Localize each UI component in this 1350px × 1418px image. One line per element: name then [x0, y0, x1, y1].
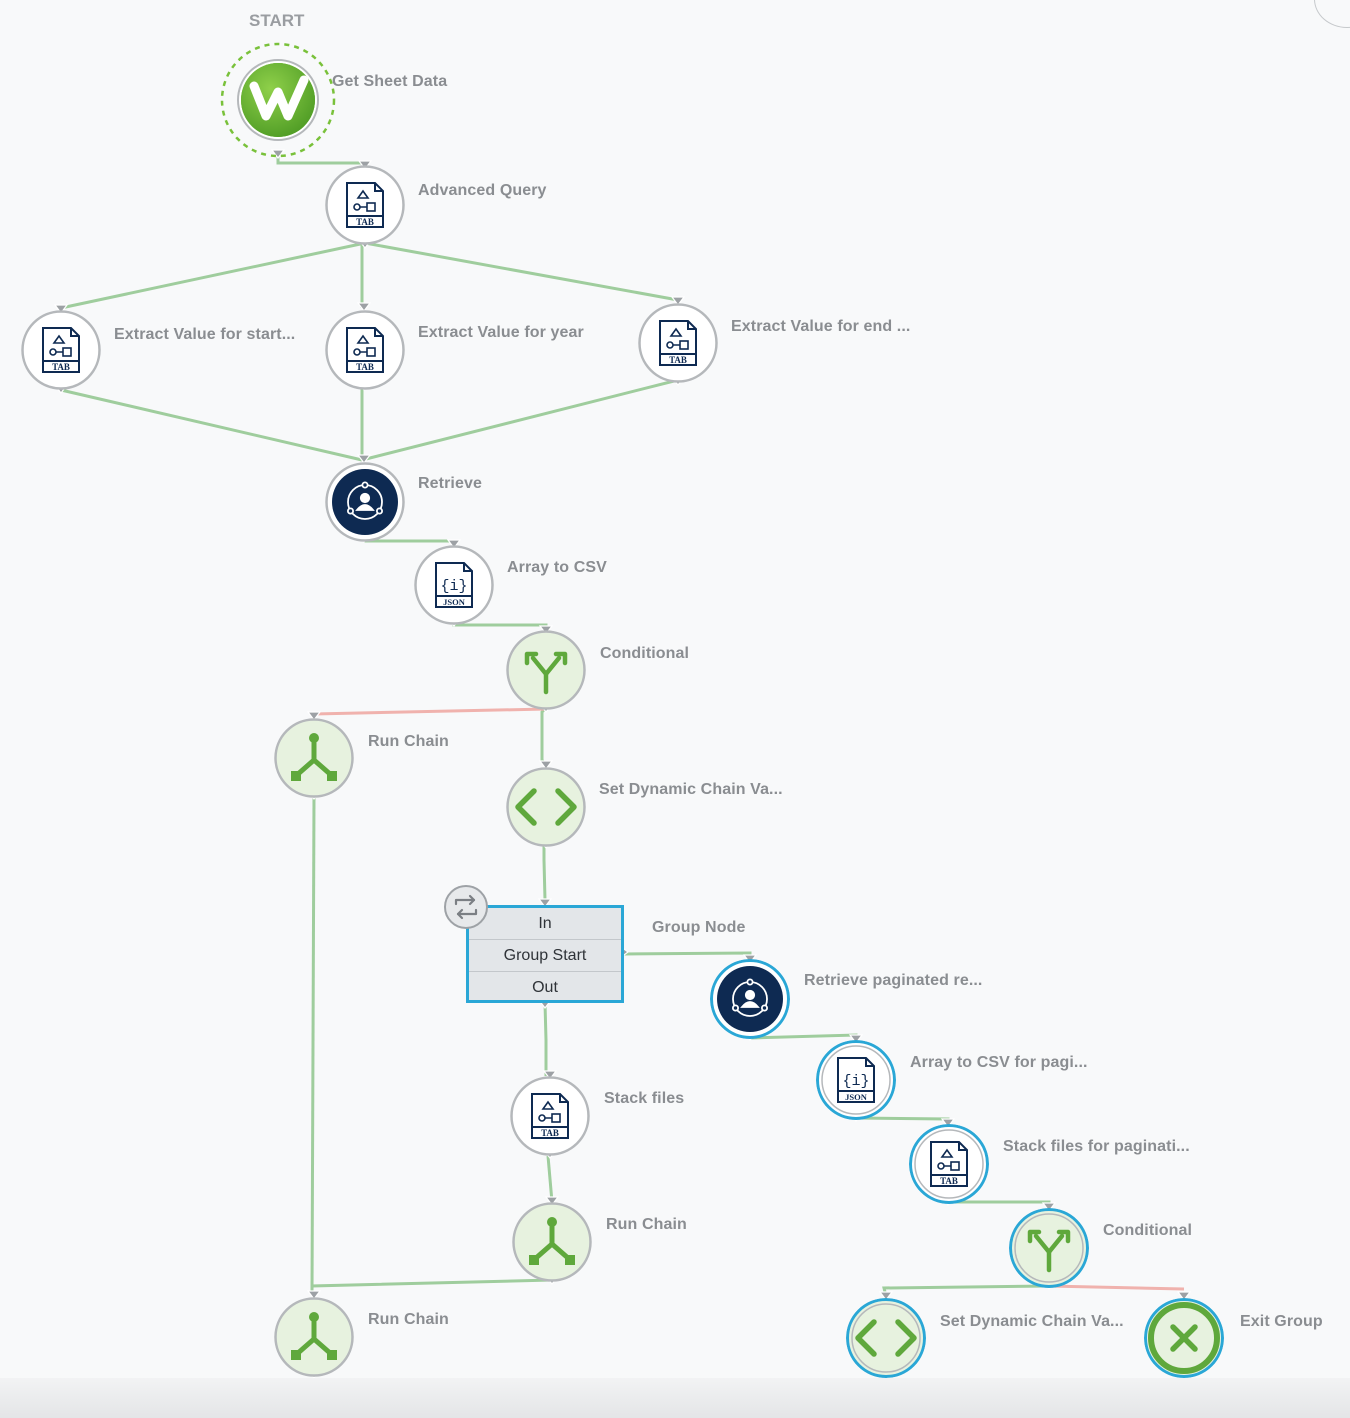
- group-node-box[interactable]: In Group Start Out: [466, 905, 624, 1003]
- edge-retrievepag-arraycsvpag: [749, 1033, 858, 1040]
- label-set-dynamic-1: Set Dynamic Chain Va...: [599, 781, 783, 798]
- node-conditional[interactable]: [506, 630, 586, 710]
- node-set-dynamic-2[interactable]: [846, 1298, 926, 1378]
- edge-extractend-retrieve: [361, 378, 679, 462]
- label-exit-group: Exit Group: [1240, 1313, 1323, 1330]
- edge-conditional2-exitgroup-false: [1048, 1284, 1185, 1291]
- label-conditional: Conditional: [600, 645, 690, 662]
- node-run-chain-1[interactable]: [274, 718, 354, 798]
- label-extract-end: Extract Value for end ...: [731, 318, 911, 335]
- node-array-to-csv[interactable]: {i} JSON: [414, 545, 494, 625]
- edge-advanced-extractstart: [60, 241, 366, 310]
- group-row-start[interactable]: Group Start: [469, 940, 621, 972]
- close-x-icon: [1170, 1324, 1198, 1352]
- label-stack-files-paginated: Stack files for paginati...: [1003, 1138, 1190, 1155]
- tab-file-icon: [346, 182, 384, 228]
- node-run-chain-2[interactable]: [512, 1202, 592, 1282]
- edge-setdynamic-group: [542, 845, 547, 905]
- edge-group-retrievepag: [623, 951, 752, 960]
- json-file-icon: {i}: [837, 1057, 875, 1103]
- label-group-node: Group Node: [652, 919, 746, 936]
- badge-extract-end: TAB: [669, 355, 687, 365]
- edge-stackpag-conditional2: [948, 1200, 1051, 1208]
- node-run-chain-3[interactable]: [274, 1297, 354, 1377]
- badge-array-to-csv: JSON: [443, 597, 466, 607]
- fork-nodes-icon: [291, 733, 337, 781]
- svg-text:{i}: {i}: [842, 1073, 869, 1090]
- person-orbit-icon: [731, 978, 769, 1017]
- tab-file-icon: [930, 1141, 968, 1187]
- node-retrieve[interactable]: [325, 462, 405, 542]
- label-run-chain-1: Run Chain: [368, 733, 449, 750]
- label-advanced-query: Advanced Query: [418, 182, 547, 199]
- svg-text:{i}: {i}: [440, 578, 467, 595]
- label-array-to-csv-paginated: Array to CSV for pagi...: [910, 1054, 1088, 1071]
- badge-stack-files-paginated: TAB: [940, 1176, 958, 1186]
- edge-advanced-extractend: [364, 241, 679, 302]
- code-brackets-icon: [855, 1319, 917, 1357]
- edge-conditional2-setdynamic2: [882, 1284, 1050, 1297]
- edge-runchain1-runchain3: [310, 796, 316, 1294]
- node-extract-start[interactable]: TAB: [21, 310, 101, 390]
- node-extract-year[interactable]: TAB: [325, 310, 405, 390]
- tab-file-icon: [42, 327, 80, 373]
- node-extract-end[interactable]: TAB: [638, 303, 718, 383]
- group-row-in[interactable]: In: [469, 908, 621, 940]
- person-orbit-icon: [346, 481, 384, 520]
- badge-array-to-csv-paginated: JSON: [845, 1092, 868, 1102]
- badge-extract-start: TAB: [52, 362, 70, 372]
- node-stack-files-paginated[interactable]: TAB: [909, 1124, 989, 1204]
- label-extract-year: Extract Value for year: [418, 324, 584, 341]
- workiva-w-icon: [249, 75, 309, 121]
- canvas-bottom-bar: [0, 1378, 1350, 1418]
- json-file-icon: {i}: [435, 562, 473, 608]
- edge-group-stackfiles: [543, 1002, 548, 1076]
- node-stack-files[interactable]: TAB: [510, 1076, 590, 1156]
- tab-file-icon: [346, 327, 384, 373]
- edge-extractstart-retrieve: [60, 388, 363, 462]
- node-exit-group[interactable]: [1144, 1298, 1224, 1378]
- loop-toggle-button[interactable]: [444, 885, 488, 929]
- label-array-to-csv: Array to CSV: [507, 559, 607, 576]
- edge-stackfiles-runchain2: [546, 1155, 554, 1203]
- node-retrieve-paginated[interactable]: [710, 959, 790, 1039]
- start-dashed-ring: [220, 42, 336, 158]
- label-run-chain-3: Run Chain: [368, 1311, 449, 1328]
- label-run-chain-2: Run Chain: [606, 1216, 687, 1233]
- split-arrow-icon: [1027, 1229, 1071, 1273]
- label-conditional-2: Conditional: [1103, 1222, 1193, 1239]
- code-brackets-icon: [515, 788, 577, 826]
- edge-runchain2-runchain3: [310, 1278, 553, 1293]
- label-set-dynamic-2: Set Dynamic Chain Va...: [940, 1313, 1124, 1330]
- start-label: START: [249, 11, 305, 30]
- badge-stack-files: TAB: [541, 1128, 559, 1138]
- edge-conditional-setdynamic: [540, 706, 548, 767]
- badge-extract-year: TAB: [356, 362, 374, 372]
- group-row-out[interactable]: Out: [532, 979, 558, 996]
- tab-file-icon: [531, 1093, 569, 1139]
- fork-nodes-icon: [291, 1312, 337, 1360]
- node-conditional-2[interactable]: [1009, 1208, 1089, 1288]
- badge-advanced-query: TAB: [356, 217, 374, 227]
- node-set-dynamic-1[interactable]: [506, 767, 586, 847]
- label-extract-start: Extract Value for start...: [114, 326, 296, 343]
- loop-arrows-icon: [454, 894, 478, 920]
- fork-nodes-icon: [529, 1217, 575, 1265]
- tab-file-icon: [659, 320, 697, 366]
- label-retrieve: Retrieve: [418, 475, 482, 492]
- node-advanced-query[interactable]: TAB: [325, 165, 405, 245]
- split-arrow-icon: [524, 651, 568, 695]
- label-stack-files: Stack files: [604, 1090, 685, 1107]
- label-retrieve-paginated: Retrieve paginated re...: [804, 972, 983, 989]
- label-get-sheet-data: Get Sheet Data: [332, 73, 448, 90]
- edge-arraycsvpag-stackpag: [855, 1116, 950, 1124]
- edge-conditional-runchain1-false: [313, 707, 547, 716]
- edge-arraycsv-conditional: [452, 622, 548, 630]
- node-array-to-csv-paginated[interactable]: {i} JSON: [816, 1040, 896, 1120]
